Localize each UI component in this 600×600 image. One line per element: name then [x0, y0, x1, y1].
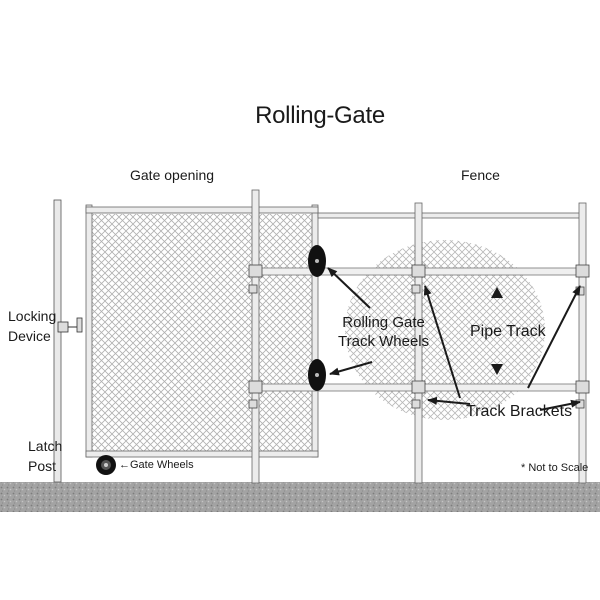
- track-brackets-label: Track Brackets: [466, 403, 573, 420]
- track-bracket: [248, 264, 590, 409]
- callout-arrows: [327, 267, 581, 411]
- ground: [0, 482, 600, 512]
- fence-frame: [317, 202, 587, 484]
- track-wheel: [308, 245, 326, 277]
- fence-mesh: [330, 225, 580, 430]
- gate-mesh: [90, 214, 315, 454]
- gate-frame: [85, 204, 319, 458]
- locking-device: [57, 317, 83, 333]
- diagram-title: Rolling-Gate: [255, 102, 385, 129]
- gate-opening-label: Gate opening: [130, 167, 215, 183]
- latch-post: [53, 199, 62, 483]
- pipe-track-label: Pipe Track: [470, 323, 546, 340]
- track-post: [251, 189, 260, 484]
- pipe-track-arrows: [491, 287, 503, 375]
- gate-wheels-label: ←Gate Wheels: [119, 459, 194, 471]
- track-wheels-label: Rolling Gate Track Wheels: [338, 314, 430, 350]
- locking-device-label: Locking Device: [8, 308, 57, 344]
- latch-post-label: Latch Post: [28, 438, 63, 474]
- not-to-scale-note: * Not to Scale: [521, 462, 589, 474]
- fence-label: Fence: [461, 167, 500, 183]
- track-wheel: [308, 359, 326, 391]
- gate-wheel: [96, 455, 116, 475]
